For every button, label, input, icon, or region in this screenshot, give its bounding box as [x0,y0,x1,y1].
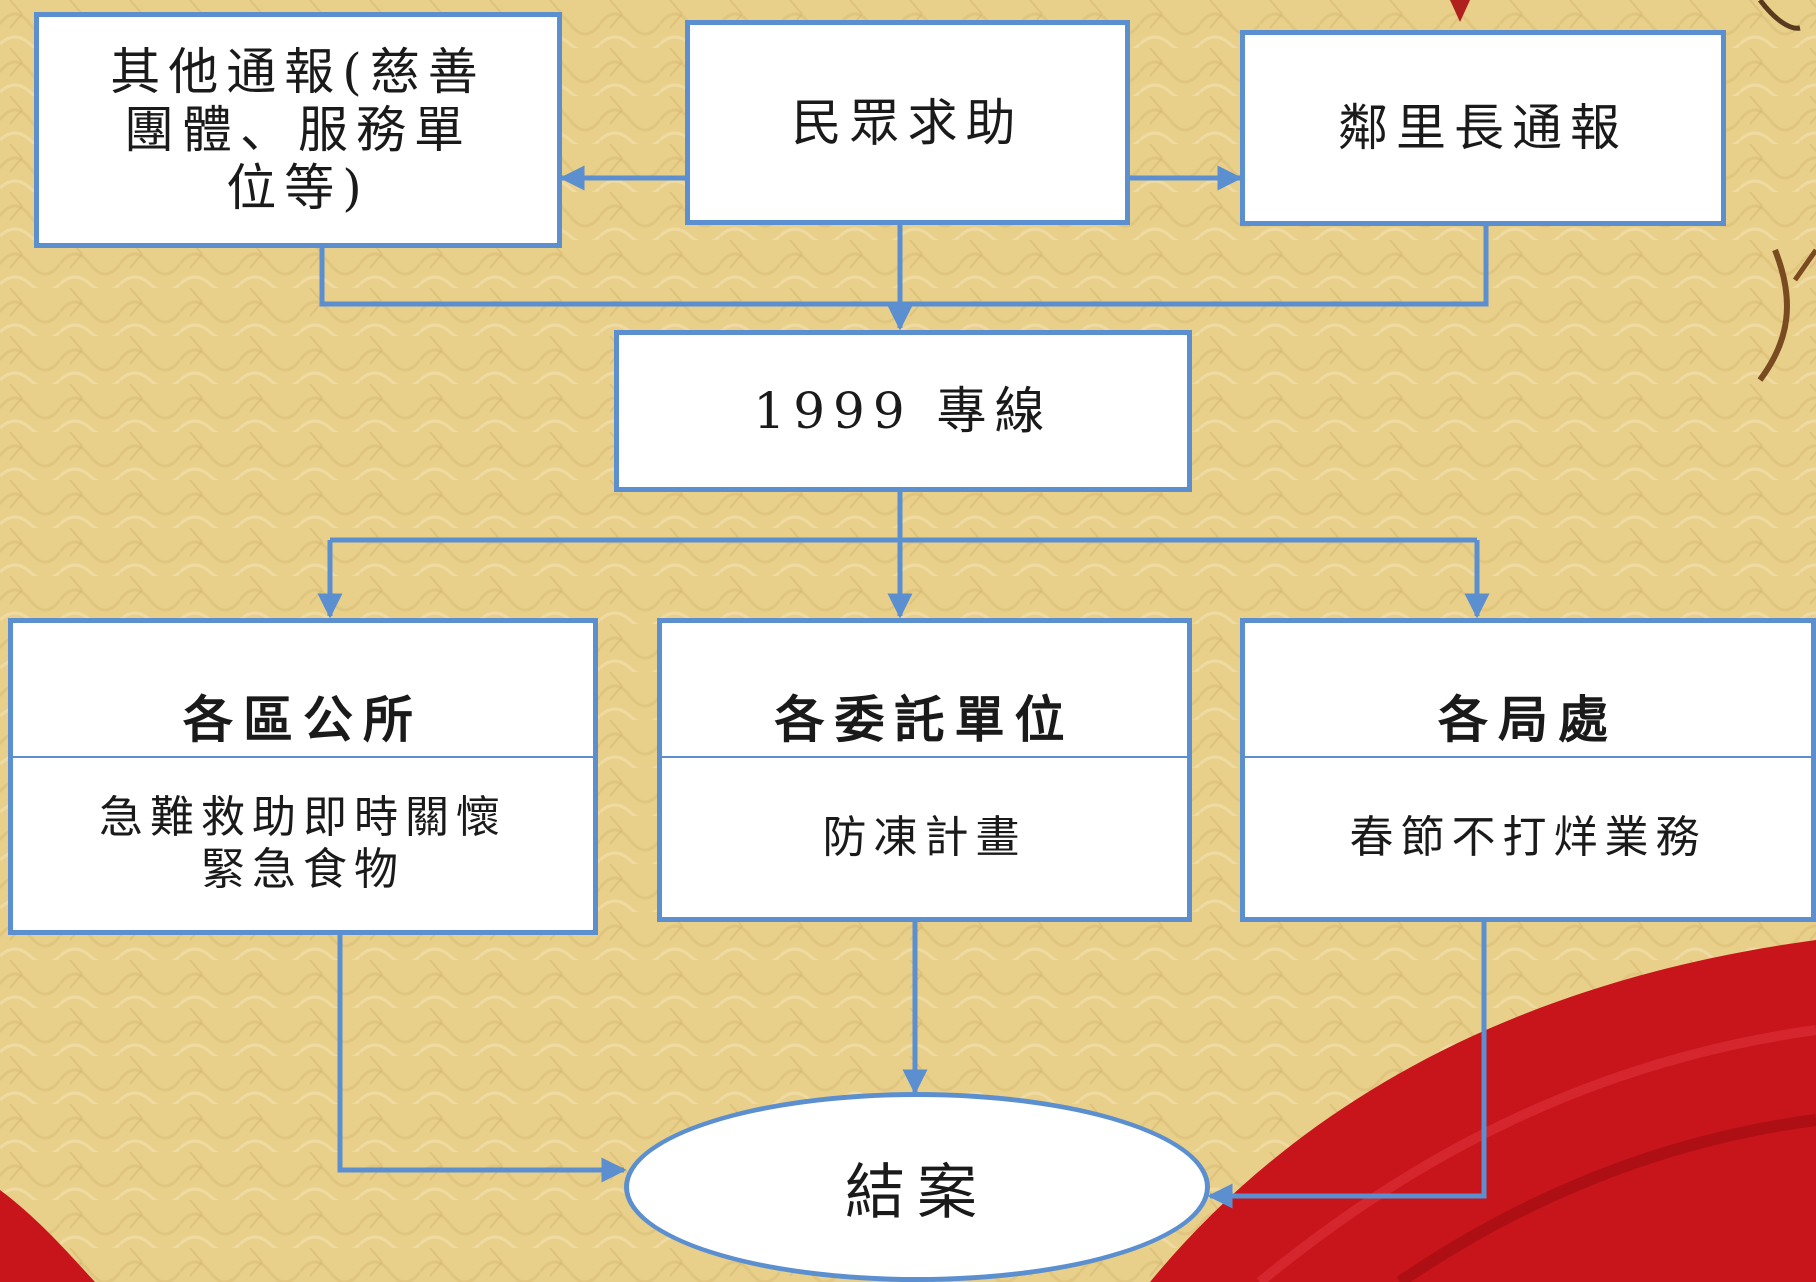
node-case-closed: 結案 [624,1092,1210,1282]
node-bureaus-detail: 春節不打烊業務 [1349,811,1707,863]
node-commissioned-units-detail: 防凍計畫 [822,811,1027,863]
node-hotline: 1999 專線 [614,330,1192,492]
node-bureaus-title: 各局處 [1245,623,1811,758]
node-district-offices: 各區公所 急難救助即時關懷 緊急食物 [8,618,598,935]
node-hotline-label: 1999 專線 [753,382,1053,440]
node-commissioned-units: 各委託單位 防凍計畫 [657,618,1192,922]
node-case-closed-label: 結案 [845,1157,989,1228]
node-other-reports-label: 其他通報(慈善 團體、服務單 位等) [110,43,486,217]
node-village-chief: 鄰里長通報 [1240,30,1726,226]
connector-reports-merge [319,226,1489,307]
node-commissioned-units-title: 各委託單位 [662,623,1187,758]
node-district-offices-title: 各區公所 [13,623,593,758]
arrow-district-to-closed [337,935,627,1183]
node-district-offices-detail: 急難救助即時關懷 緊急食物 [99,792,507,895]
node-bureaus: 各局處 春節不打烊業務 [1240,618,1816,922]
node-other-reports: 其他通報(慈善 團體、服務單 位等) [34,12,562,248]
node-public-help: 民眾求助 [685,20,1130,225]
node-public-help-label: 民眾求助 [791,93,1024,152]
node-village-chief-label: 鄰里長通報 [1338,99,1628,157]
arrow-bureaus-to-closed [1207,922,1487,1209]
